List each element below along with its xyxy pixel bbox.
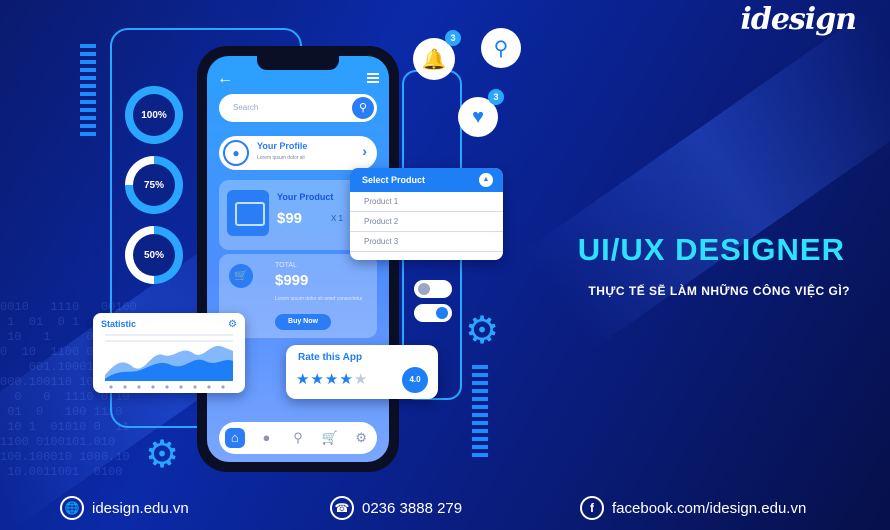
brand-logo: idesign <box>740 2 857 37</box>
total-card: 🛒 TOTAL $999 Lorem ipsum dolor sit amet … <box>219 254 377 338</box>
light-streak <box>523 10 890 350</box>
progress-ring-50: 50% <box>125 226 183 284</box>
toggle-knob <box>418 283 430 295</box>
statistic-title: Statistic <box>101 319 137 329</box>
rating-score: 4.0 <box>402 367 428 393</box>
user-icon[interactable]: ● <box>262 430 271 445</box>
ring-label: 100% <box>133 94 175 136</box>
home-icon[interactable]: ⌂ <box>224 428 245 448</box>
product-quantity: X 1 <box>331 214 344 223</box>
search-icon[interactable]: ⚲ <box>293 430 303 445</box>
dropdown-option[interactable]: Product 1 <box>350 192 503 212</box>
footer-phone[interactable]: ☎ 0236 3888 279 <box>330 496 462 520</box>
phone-icon: ☎ <box>330 496 354 520</box>
footer-website-text: idesign.edu.vn <box>92 499 189 517</box>
product-price: $99 <box>277 210 303 227</box>
select-product-dropdown[interactable]: Select Product ▲ Product 1 Product 2 Pro… <box>350 168 503 260</box>
phone-header: ← <box>217 70 379 87</box>
footer-phone-text: 0236 3888 279 <box>362 499 463 517</box>
search-placeholder: Search <box>233 103 259 112</box>
gear-icon[interactable]: ⚙ <box>355 430 367 445</box>
gear-icon: ⚙ <box>465 308 500 352</box>
star-rating[interactable]: ★★★★★ <box>296 370 368 388</box>
buy-now-button[interactable]: Buy Now <box>275 314 331 330</box>
progress-ring-100: 100% <box>125 86 183 144</box>
dropdown-option[interactable]: Product 2 <box>350 212 503 232</box>
select-product-title: Select Product <box>362 175 426 185</box>
footer-facebook[interactable]: f facebook.com/idesign.edu.vn <box>580 496 806 520</box>
search-icon[interactable]: ⚲ <box>352 97 374 119</box>
user-icon: ● <box>223 140 249 166</box>
globe-icon: 🌐 <box>60 496 84 520</box>
product-name: Your Product <box>277 192 334 202</box>
profile-title: Your Profile <box>257 141 308 151</box>
footer-website[interactable]: 🌐 idesign.edu.vn <box>60 496 189 520</box>
statistic-chart <box>105 334 233 389</box>
statistic-card: Statistic ⚙ <box>93 313 245 393</box>
bell-icon: 🔔 <box>421 48 447 71</box>
profile-subtitle: Lorem ipsum dolor sit <box>257 155 305 161</box>
rate-app-card: Rate this App ★★★★★ 4.0 <box>286 345 438 399</box>
total-fine-print: Lorem ipsum dolor sit amet consectetur <box>275 296 363 302</box>
image-icon <box>227 190 269 236</box>
chevron-right-icon[interactable]: › <box>362 143 367 159</box>
phone-notch <box>257 56 339 70</box>
cart-icon: 🛒 <box>229 264 253 288</box>
toggle-knob <box>436 307 448 319</box>
facebook-icon: f <box>580 496 604 520</box>
gear-icon[interactable]: ⚙ <box>228 319 237 330</box>
ring-label: 50% <box>133 234 175 276</box>
star-empty-icon[interactable]: ★ <box>353 371 369 388</box>
headline-title: UI/UX DESIGNER <box>577 232 845 267</box>
total-amount: $999 <box>275 272 309 289</box>
heart-icon: ♥ <box>472 105 484 128</box>
rate-title: Rate this App <box>298 352 363 363</box>
progress-ring-75: 75% <box>125 156 183 214</box>
gear-icon: ⚙ <box>145 432 180 476</box>
profile-card[interactable]: ● Your Profile Lorem ipsum dolor sit › <box>219 136 377 170</box>
toggle-off[interactable] <box>414 280 452 298</box>
decor-bars <box>472 365 488 457</box>
chevron-up-icon[interactable]: ▲ <box>479 173 493 187</box>
star-filled-icon[interactable]: ★ <box>310 371 325 388</box>
ring-label: 75% <box>133 164 175 206</box>
dropdown-option[interactable]: Product 3 <box>350 232 503 252</box>
bell-button[interactable]: 🔔 <box>413 38 455 80</box>
headline-subtitle: THỰC TẾ SẼ LÀM NHỮNG CÔNG VIỆC GÌ? <box>588 284 850 298</box>
bell-badge: 3 <box>445 30 461 46</box>
tab-bar: ⌂ ● ⚲ 🛒 ⚙ <box>219 422 377 454</box>
star-filled-icon[interactable]: ★ <box>296 371 311 388</box>
chart-area-front <box>105 359 233 381</box>
menu-icon[interactable] <box>367 73 379 85</box>
search-icon: ⚲ <box>493 37 509 60</box>
heart-badge: 3 <box>488 89 504 105</box>
star-filled-icon[interactable]: ★ <box>324 371 340 388</box>
decor-bars <box>80 44 96 136</box>
search-button[interactable]: ⚲ <box>481 28 521 68</box>
star-filled-icon[interactable]: ★ <box>339 371 354 388</box>
toggle-on[interactable] <box>414 304 452 322</box>
back-arrow-icon[interactable]: ← <box>217 70 233 87</box>
search-input[interactable]: Search ⚲ <box>219 94 377 122</box>
select-product-header[interactable]: Select Product ▲ <box>350 168 503 192</box>
footer: 🌐 idesign.edu.vn ☎ 0236 3888 279 f faceb… <box>0 492 890 530</box>
total-label: TOTAL <box>275 262 297 269</box>
footer-facebook-text: facebook.com/idesign.edu.vn <box>612 499 807 517</box>
cart-icon[interactable]: 🛒 <box>321 430 338 445</box>
